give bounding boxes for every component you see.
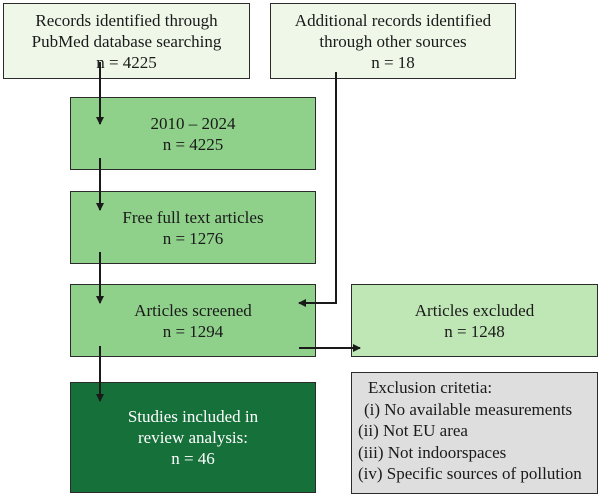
pubmed-records-line-2: PubMed database searching xyxy=(31,31,222,51)
exclusion-criterion-2: (ii) Not EU area xyxy=(358,421,468,440)
pubmed-records-line-1: Records identified through xyxy=(35,10,218,30)
exclusion-criteria-box: Exclusion critetia: (i) No available mea… xyxy=(351,372,598,494)
other-sources-count: n = 18 xyxy=(371,52,415,72)
articles-excluded-box: Articles excluded n = 1248 xyxy=(351,284,598,357)
years-filter-label: 2010 – 2024 xyxy=(150,113,236,133)
other-sources-box: Additional records identified through ot… xyxy=(270,3,516,79)
articles-screened-count: n = 1294 xyxy=(162,321,224,341)
articles-screened-box: Articles screened n = 1294 xyxy=(70,284,316,357)
years-filter-box: 2010 – 2024 n = 4225 xyxy=(70,97,316,170)
pubmed-records-count: n = 4225 xyxy=(96,52,157,72)
free-full-text-box: Free full text articles n = 1276 xyxy=(70,191,316,264)
studies-included-box: Studies included in review analysis: n =… xyxy=(70,382,316,493)
other-sources-line-2: through other sources xyxy=(319,31,467,51)
studies-included-line-2: review analysis: xyxy=(138,428,248,447)
exclusion-criteria-title: Exclusion critetia: xyxy=(368,378,493,397)
articles-excluded-label: Articles excluded xyxy=(414,300,535,320)
articles-screened-label: Articles screened xyxy=(134,300,252,320)
pubmed-records-box: Records identified through PubMed databa… xyxy=(3,3,250,79)
articles-excluded-count: n = 1248 xyxy=(444,321,505,341)
studies-included-count: n = 46 xyxy=(171,449,215,468)
studies-included-line-1: Studies included in xyxy=(127,407,259,426)
exclusion-criterion-4: (iv) Specific sources of pollution xyxy=(358,464,582,483)
other-sources-line-1: Additional records identified xyxy=(294,10,492,30)
exclusion-criterion-3: (iii) Not indoorspaces xyxy=(358,442,507,462)
exclusion-criterion-1: (i) No available measurements xyxy=(364,399,573,419)
free-full-text-count: n = 1276 xyxy=(162,228,224,248)
free-full-text-label: Free full text articles xyxy=(122,207,264,227)
years-filter-count: n = 4225 xyxy=(162,134,224,154)
